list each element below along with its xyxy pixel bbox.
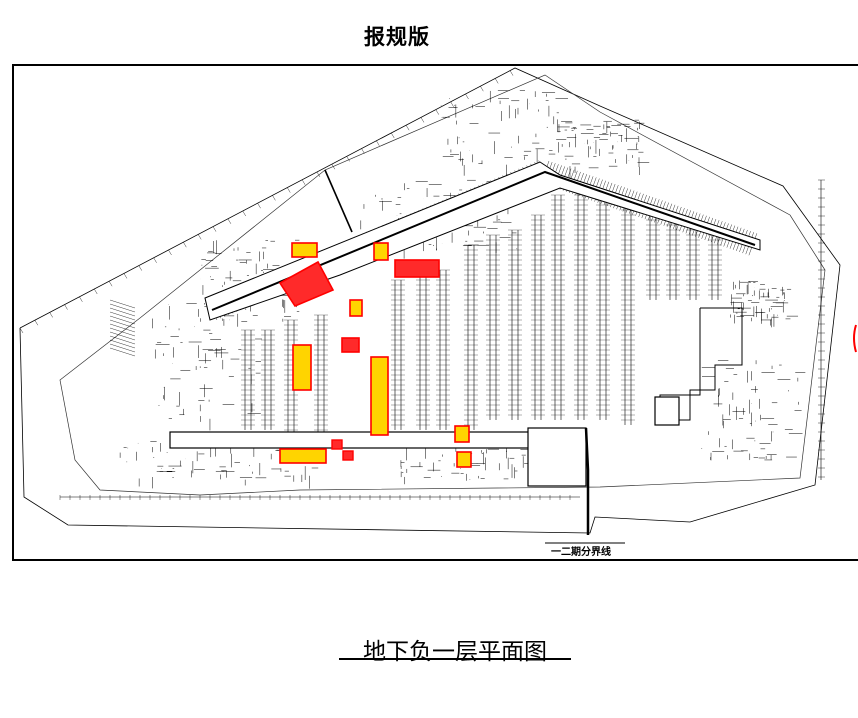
corridor-centerline xyxy=(211,170,756,311)
room-highlight-red xyxy=(278,260,335,307)
room-highlight xyxy=(373,242,389,261)
room-highlight-red xyxy=(331,439,343,450)
drawing-title-underline xyxy=(339,658,571,660)
lower-corridor xyxy=(169,431,571,449)
phase-boundary-label: 一二期分界线 xyxy=(551,545,611,558)
room-highlight xyxy=(454,425,470,443)
room-highlight-red xyxy=(341,337,360,353)
right-wing-block xyxy=(659,307,743,421)
diagonal-divider xyxy=(324,169,353,233)
highlighted-rooms xyxy=(278,242,472,468)
core-block xyxy=(527,427,587,487)
stair-block xyxy=(654,396,680,426)
building-outline xyxy=(59,74,826,496)
room-highlight-red xyxy=(342,450,354,461)
room-highlight xyxy=(456,451,472,468)
room-highlight xyxy=(279,448,327,464)
room-highlight-red xyxy=(394,259,440,278)
drawing-frame xyxy=(12,64,858,561)
edge-mark xyxy=(853,324,857,353)
site-boundary xyxy=(19,67,841,534)
upper-corridor xyxy=(204,161,761,321)
room-highlight xyxy=(291,242,318,258)
drawing-title: 地下负一层平面图 xyxy=(363,639,547,665)
room-highlight xyxy=(349,299,363,317)
room-highlight xyxy=(292,344,312,391)
version-label: 报规版 xyxy=(364,24,430,49)
phase-boundary-line xyxy=(584,427,590,535)
room-highlight xyxy=(370,356,389,436)
